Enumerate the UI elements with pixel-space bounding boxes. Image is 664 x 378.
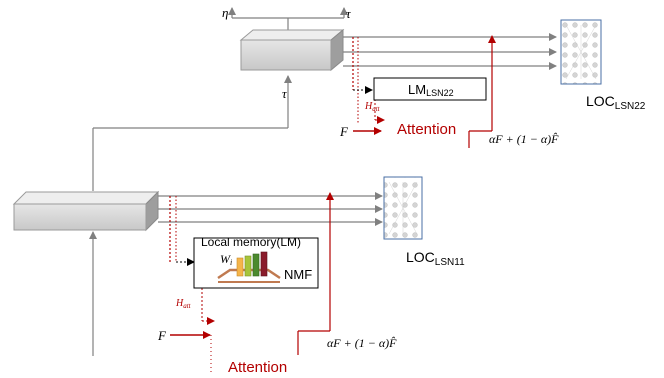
top-eta-label: η bbox=[222, 5, 228, 20]
loc-lower-label: LOCLSN11 bbox=[406, 249, 465, 268]
formula-lower: αF + (1 − α)F̂ bbox=[327, 336, 397, 350]
upper-network-arrows bbox=[343, 33, 557, 70]
backbone-lines bbox=[89, 7, 348, 356]
loc-upper-label: LOCLSN22 bbox=[586, 93, 646, 112]
loc-upper-network bbox=[560, 19, 602, 85]
svg-text:LMLSN22: LMLSN22 bbox=[408, 82, 454, 98]
attention-lower-label: Attention bbox=[228, 359, 287, 376]
local-memory-box: Local memory(LM) Wi NMF bbox=[193, 235, 319, 289]
attention-upper-label: Attention bbox=[397, 121, 456, 138]
lower-feature-block bbox=[12, 190, 160, 232]
tau-vertical-label: τ bbox=[282, 86, 288, 101]
lm-upper-box: LMLSN22 bbox=[373, 77, 487, 101]
upper-attention-flow bbox=[352, 35, 496, 148]
lm-upper-main: LM bbox=[408, 82, 426, 97]
h-att-upper: Hatt bbox=[364, 101, 381, 113]
formula-upper: αF + (1 − α)F̂ bbox=[489, 132, 559, 146]
local-memory-title: Local memory(LM) bbox=[201, 235, 301, 249]
top-tau-label: τ bbox=[346, 6, 352, 21]
lm-upper-sub: LSN22 bbox=[426, 88, 454, 98]
upper-feature-block bbox=[239, 28, 345, 72]
nmf-cylinders-icon bbox=[217, 251, 281, 283]
lower-network-arrows bbox=[158, 192, 383, 226]
lower-attention-flow bbox=[169, 192, 334, 372]
F-upper-label: F bbox=[339, 124, 349, 139]
F-lower-label: F bbox=[157, 328, 167, 343]
h-att-lower: Hatt bbox=[175, 298, 192, 310]
nmf-label: NMF bbox=[284, 267, 312, 282]
loc-lower-network bbox=[383, 176, 423, 240]
w-label: Wi bbox=[220, 252, 232, 267]
